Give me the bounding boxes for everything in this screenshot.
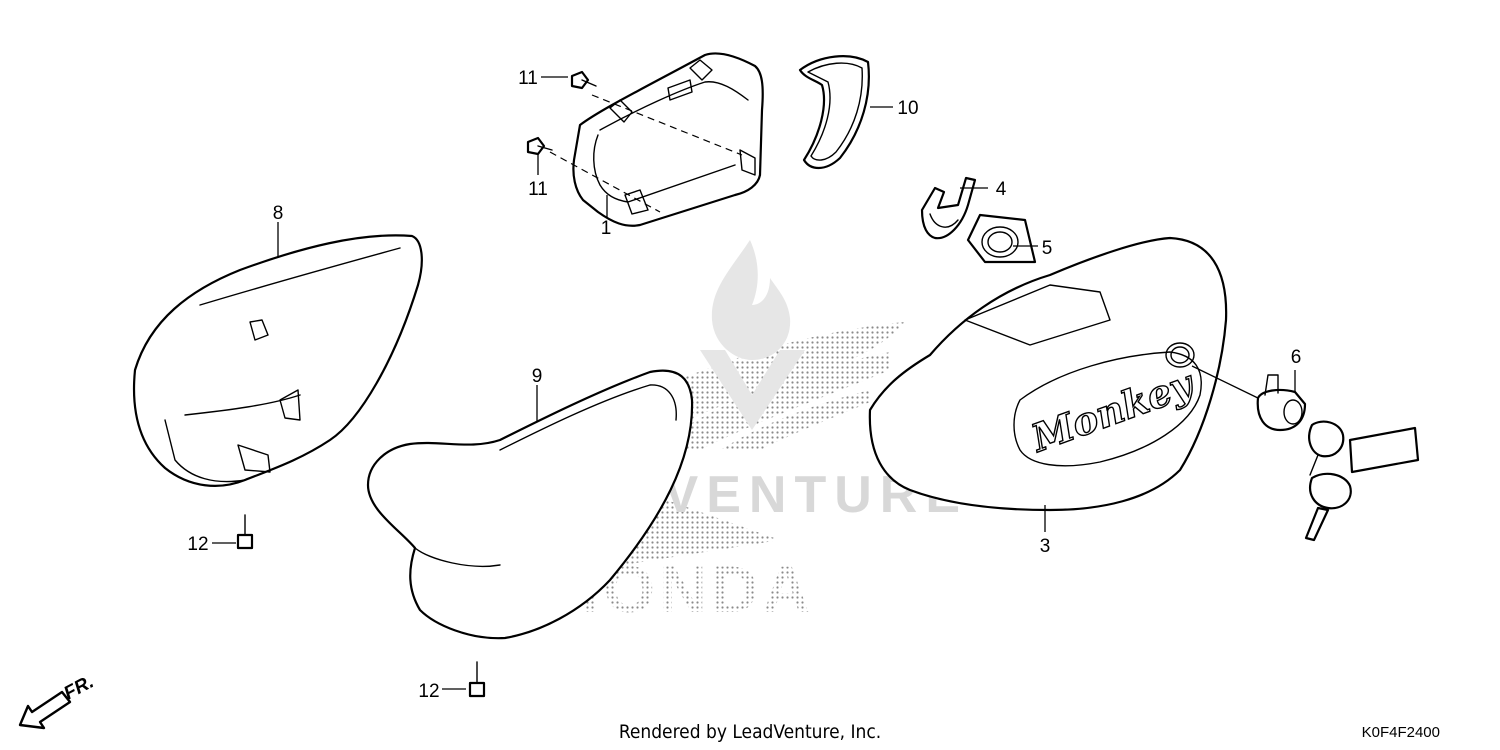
callout-11-lower: 11 xyxy=(528,179,548,200)
leadventure-flame-watermark xyxy=(700,240,805,430)
part-3-side-cover-monkey: Monkey xyxy=(868,236,1228,512)
callout-11-upper: 11 xyxy=(518,68,538,89)
callout-8: 8 xyxy=(273,203,284,224)
rendered-by-credit: Rendered by LeadVenture, Inc. xyxy=(619,721,881,743)
front-arrow-icon xyxy=(18,690,72,730)
callout-9: 9 xyxy=(532,366,543,387)
part-1-inner-cover xyxy=(572,52,764,227)
part-5-grommet xyxy=(966,213,1037,264)
part-12-screw-center xyxy=(468,661,486,698)
part-4-clip xyxy=(920,176,977,240)
callout-3: 3 xyxy=(1040,536,1051,557)
callout-5: 5 xyxy=(1042,238,1053,259)
part-11-screw-upper xyxy=(570,70,597,90)
callout-4: 4 xyxy=(996,179,1007,200)
part-10-seal xyxy=(798,55,870,170)
callout-6: 6 xyxy=(1291,347,1302,368)
callout-12-center: 12 xyxy=(418,681,439,702)
part-6-key-lock xyxy=(1256,374,1420,542)
part-12-screw-left xyxy=(236,514,254,550)
part-9-side-cover-center xyxy=(366,369,694,640)
part-8-side-cover-left xyxy=(133,234,423,487)
part-11-screw-lower xyxy=(526,136,553,156)
callout-1: 1 xyxy=(601,218,612,239)
callout-12-left: 12 xyxy=(187,534,208,555)
callout-10: 10 xyxy=(897,98,918,119)
diagram-code: K0F4F2400 xyxy=(1362,724,1440,741)
